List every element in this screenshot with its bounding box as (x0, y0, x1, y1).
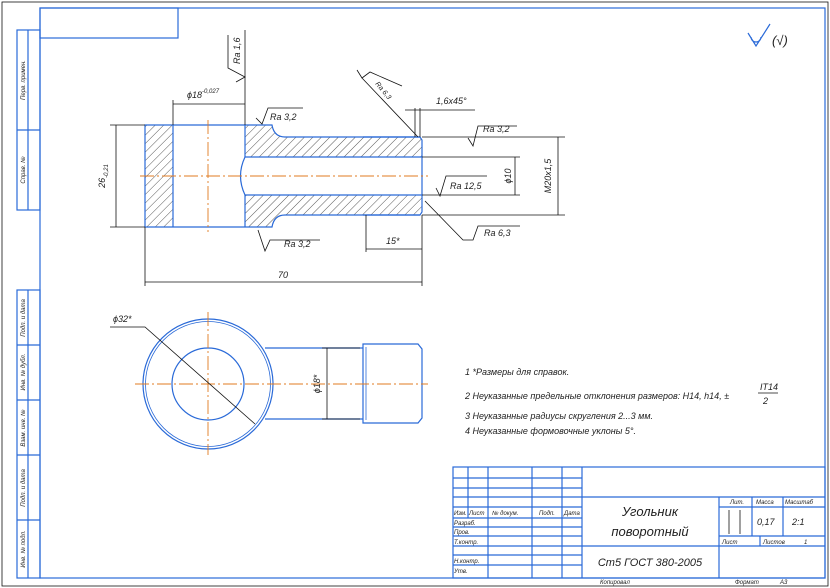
copied-label: Копировал (600, 580, 630, 586)
ra-thread: Ra 3,2 (483, 124, 510, 134)
plan-view: ϕ32* ϕ18* (110, 312, 428, 455)
dim-length: 70 (278, 270, 288, 280)
ra-end: Ra 6,3 (484, 228, 511, 238)
dim-bore: ϕ18-0,027 (187, 89, 220, 100)
margin-label: Подп. и дата (21, 299, 27, 337)
ra-bore: Ra 1,6 (232, 37, 242, 64)
margin-label: Инв. № подл. (20, 530, 27, 567)
format-value: А3 (779, 580, 788, 586)
mass-value: 0,17 (757, 517, 776, 527)
header-cell: Лист (468, 511, 484, 517)
sheets-label: Листов (762, 540, 785, 546)
roughness-bracket: (√) (772, 33, 788, 48)
top-left-box (39, 7, 179, 39)
dim-head: ϕ32* (113, 314, 132, 324)
margin-label: Взам. инв. № (20, 409, 27, 447)
ra-chamfer: Ra 6,3 (373, 81, 392, 101)
dim-height: 26-0,21 (97, 164, 110, 189)
hatch-lower (245, 195, 422, 227)
part-name-line1: Угольник (621, 504, 679, 519)
header-cell: Изм. (454, 511, 467, 517)
role-label: Н.контр. (454, 559, 479, 565)
margin-label: Перв. примен. (21, 60, 27, 100)
note: 2 Неуказанные предельные отклонения разм… (464, 391, 729, 401)
role-label: Пров. (454, 530, 470, 536)
general-roughness: (√) (747, 23, 788, 48)
technical-notes: 1 *Размеры для справок. 2 Неуказанные пр… (464, 367, 778, 436)
scale-label: Масштаб (785, 500, 814, 506)
dim-thread-length: 15* (386, 236, 400, 246)
margin-label: Подп. и дата (21, 469, 27, 507)
section-view: 26-0,21 ϕ18-0,027 Ra 1,6 Ra 3,2 Ra 6,3 1… (97, 30, 565, 286)
mass-label: Масса (756, 500, 774, 506)
title-block: Изм. Лист № докум. Подп. Дата Разраб. Пр… (452, 466, 826, 586)
dim-inner: ϕ10 (503, 168, 513, 183)
note: 4 Неуказанные формовочные уклоны 5°. (465, 426, 636, 436)
role-label: Утв. (453, 569, 468, 575)
format-label: Формат (735, 580, 759, 586)
note: 1 *Размеры для справок. (465, 367, 569, 377)
ra-inner: Ra 12,5 (450, 181, 483, 191)
dim-shaft: ϕ18* (312, 374, 322, 393)
ra-head-bottom: Ra 3,2 (284, 239, 311, 249)
header-cell: Подп. (539, 511, 555, 517)
section-outline (144, 124, 423, 228)
thread-end (362, 343, 423, 424)
roughness-icon (747, 23, 771, 48)
material: Ст5 ГОСТ 380-2005 (598, 557, 703, 569)
left-margin-table: Перв. примен. Справ. № Подп. и дата Инв.… (16, 29, 41, 579)
header-cell: № докум. (492, 510, 518, 517)
role-label: Разраб. (454, 521, 476, 527)
role-label: Т.контр. (454, 540, 478, 546)
sheet-label: Лист (721, 540, 737, 546)
note: 3 Неуказанные радиусы скругления 2...3 м… (465, 411, 653, 421)
hatch-upper (245, 125, 422, 157)
dim-thread: M20x1,5 (543, 158, 553, 194)
inner-frame (39, 7, 826, 579)
note-fraction-numerator: IT14 (760, 382, 778, 392)
scale-value: 2:1 (791, 517, 805, 527)
chamfer-dim: 1,6x45° (436, 96, 467, 106)
ra-head-top: Ra 3,2 (270, 112, 297, 122)
header-cell: Дата (563, 511, 580, 517)
note-fraction-denominator: 2 (762, 396, 768, 406)
margin-label: Инв. № дубл. (20, 354, 27, 391)
part-name-line2: поворотный (611, 524, 688, 539)
margin-label: Справ. № (20, 156, 27, 184)
sheets-value: 1 (804, 540, 807, 546)
lit-label: Лит. (729, 500, 744, 506)
